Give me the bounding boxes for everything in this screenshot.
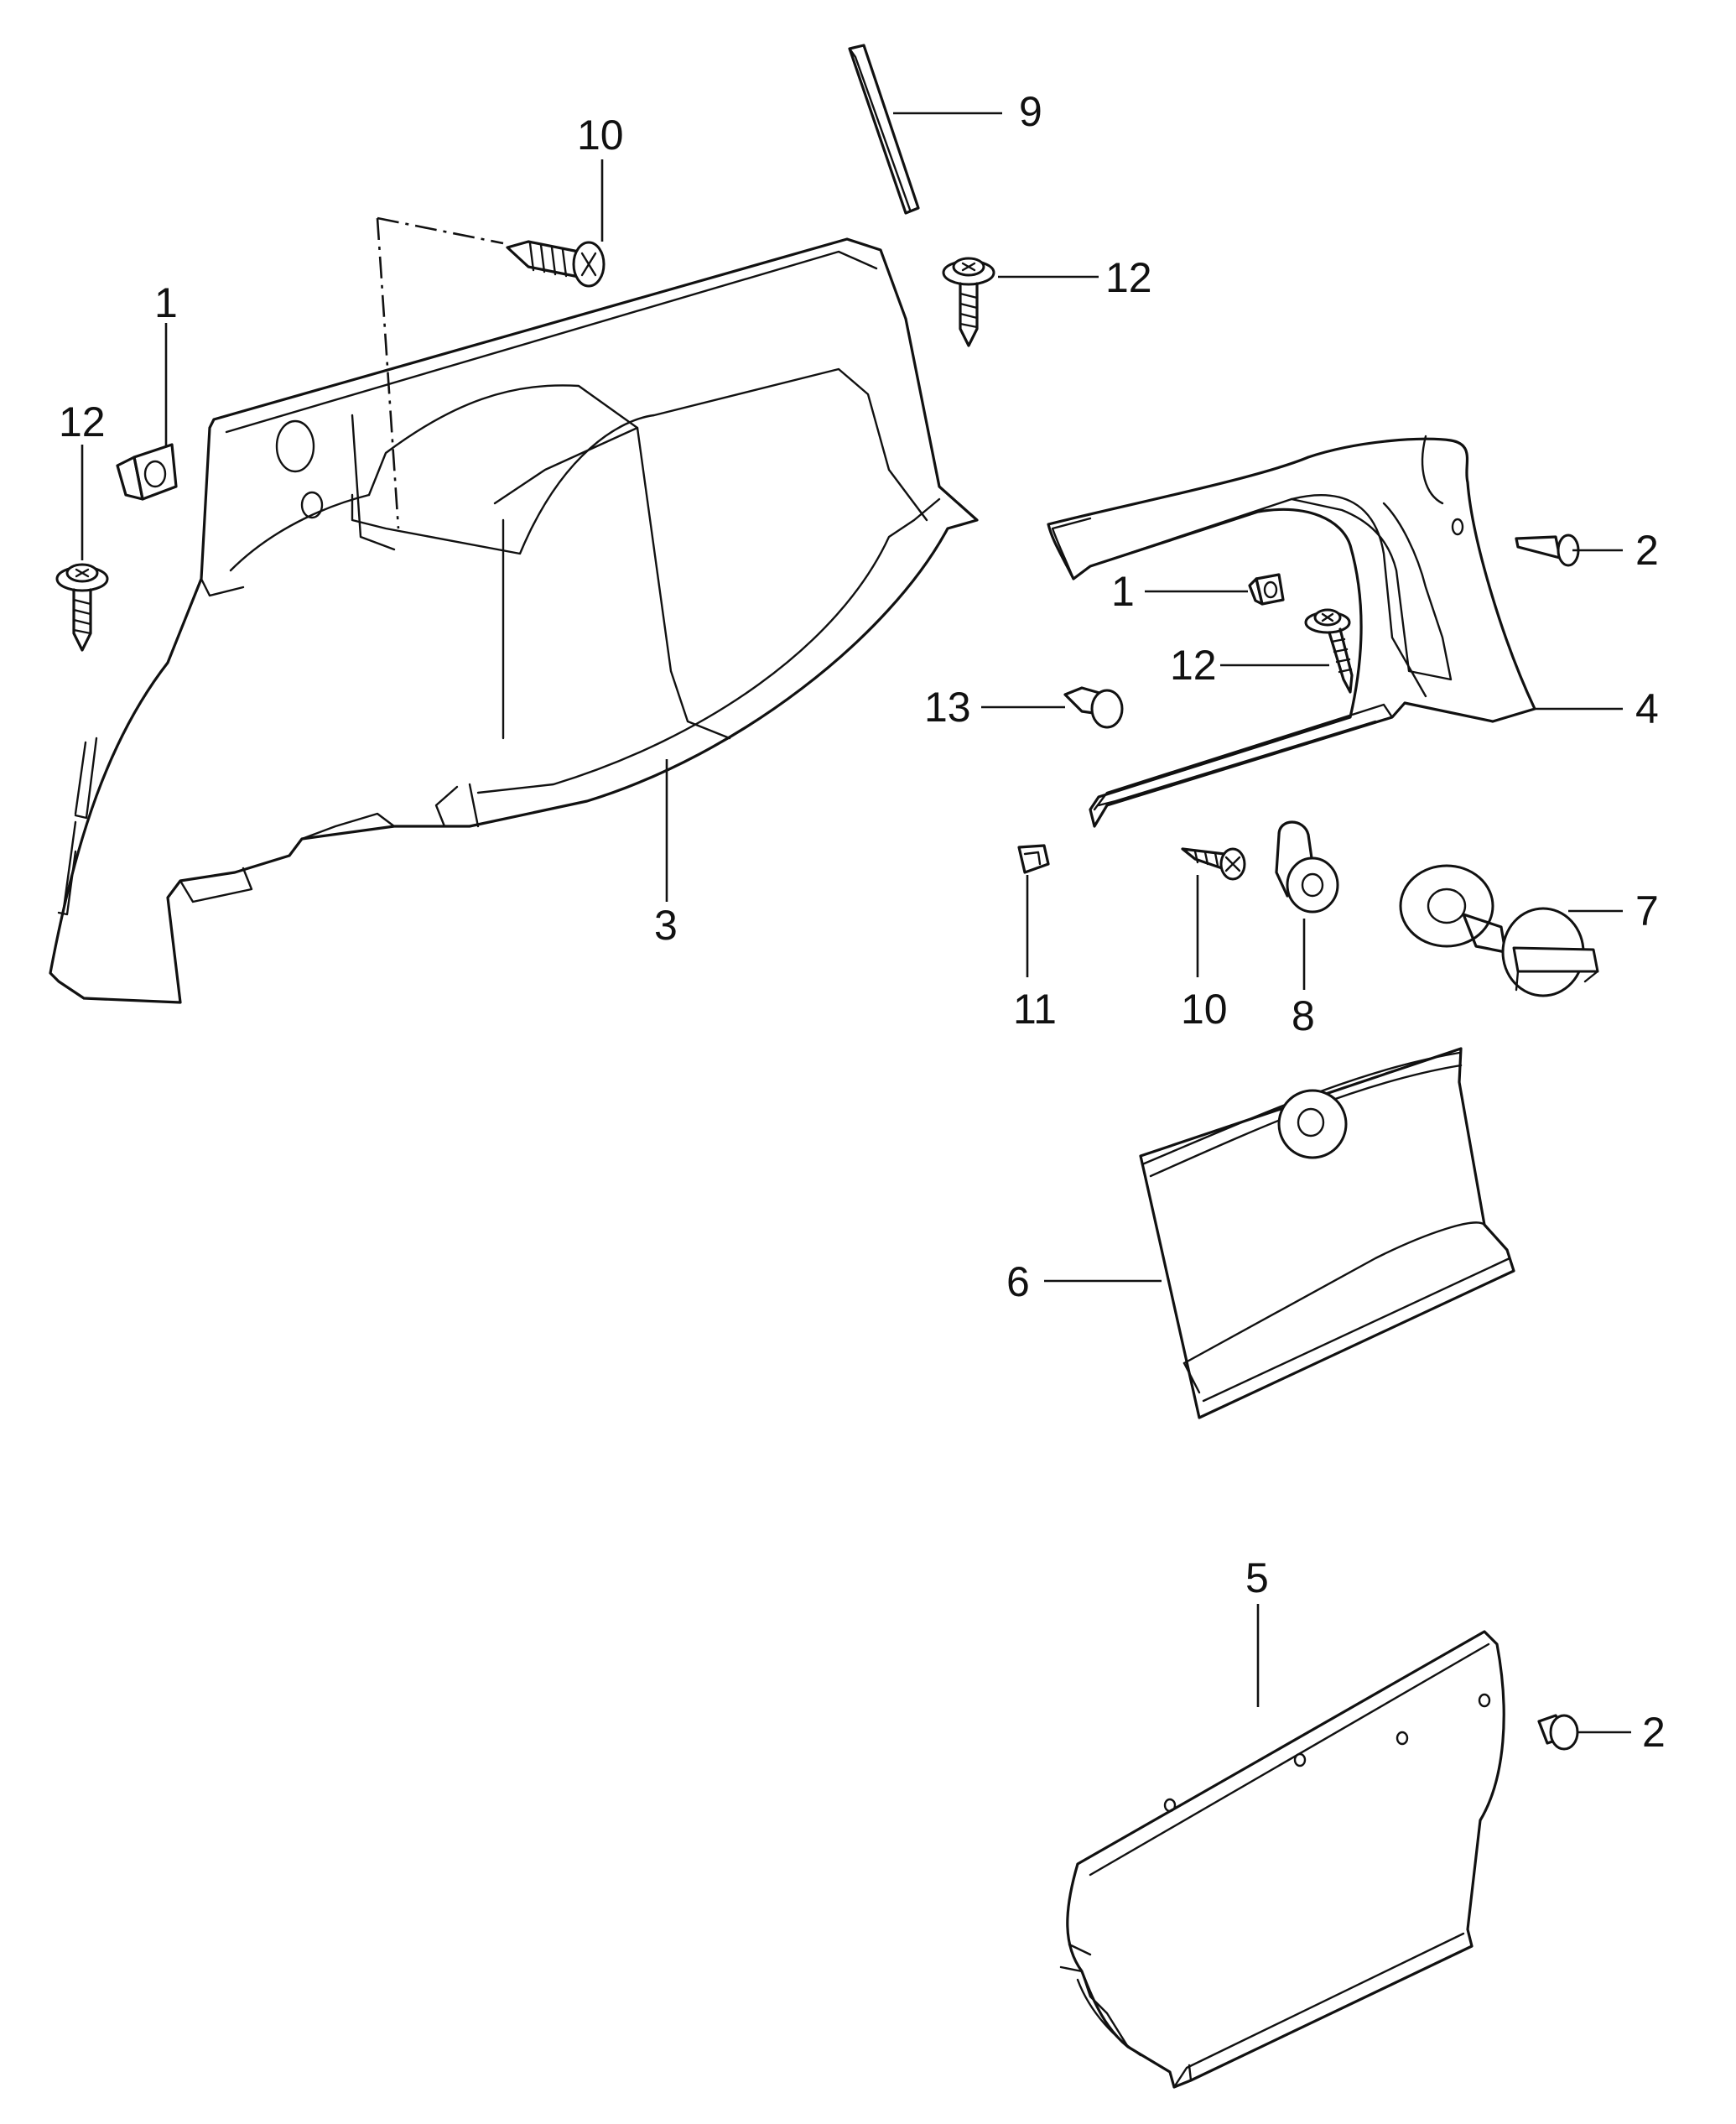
part-1-clip-center	[1248, 573, 1285, 606]
part-2-clip-upper	[1515, 534, 1580, 567]
assembly-line	[376, 216, 504, 529]
part-3-side-trim-panel	[49, 237, 979, 1004]
part-1-clip-left	[116, 443, 178, 501]
label-11: 11	[1013, 986, 1057, 1033]
label-4: 4	[1635, 685, 1659, 732]
part-12-bolt-center	[1304, 608, 1354, 694]
label-2-lower: 2	[1642, 1709, 1666, 1756]
label-9: 9	[1019, 88, 1042, 135]
label-12-top: 12	[1105, 254, 1152, 301]
label-2-upper: 2	[1635, 527, 1659, 574]
part-10-screw-lower	[1181, 847, 1246, 881]
part-7-cap	[1399, 864, 1599, 997]
label-12-center: 12	[1170, 642, 1217, 689]
part-12-bolt-left	[55, 563, 109, 652]
label-5: 5	[1245, 1554, 1269, 1601]
part-4-pillar-trim	[1047, 435, 1536, 828]
part-13-screw	[1063, 686, 1124, 729]
part-10-screw-upper	[506, 240, 606, 288]
label-1-center: 1	[1111, 568, 1135, 615]
label-8: 8	[1292, 992, 1315, 1039]
part-11-clip	[1017, 844, 1050, 874]
part-8-bracket	[1275, 820, 1339, 914]
callout-labels: 9 10 12 1 12 2 1 12 13 4 3 7 11 10 8 6 5…	[59, 88, 1666, 1756]
label-1-left: 1	[154, 279, 178, 326]
part-12-bolt-top	[942, 257, 995, 347]
label-10-upper: 10	[577, 112, 624, 159]
part-5-quarter-panel	[1059, 1630, 1505, 2089]
label-6: 6	[1006, 1258, 1030, 1305]
part-9-strip	[848, 44, 920, 215]
label-13: 13	[924, 684, 971, 731]
part-6-lower-panel	[1139, 1047, 1515, 1419]
label-12-left: 12	[59, 398, 106, 445]
label-10-lower: 10	[1181, 986, 1228, 1033]
leader-lines	[81, 112, 1631, 1734]
label-3: 3	[654, 902, 678, 949]
part-2-clip-lower	[1537, 1714, 1579, 1751]
label-7: 7	[1635, 888, 1659, 934]
